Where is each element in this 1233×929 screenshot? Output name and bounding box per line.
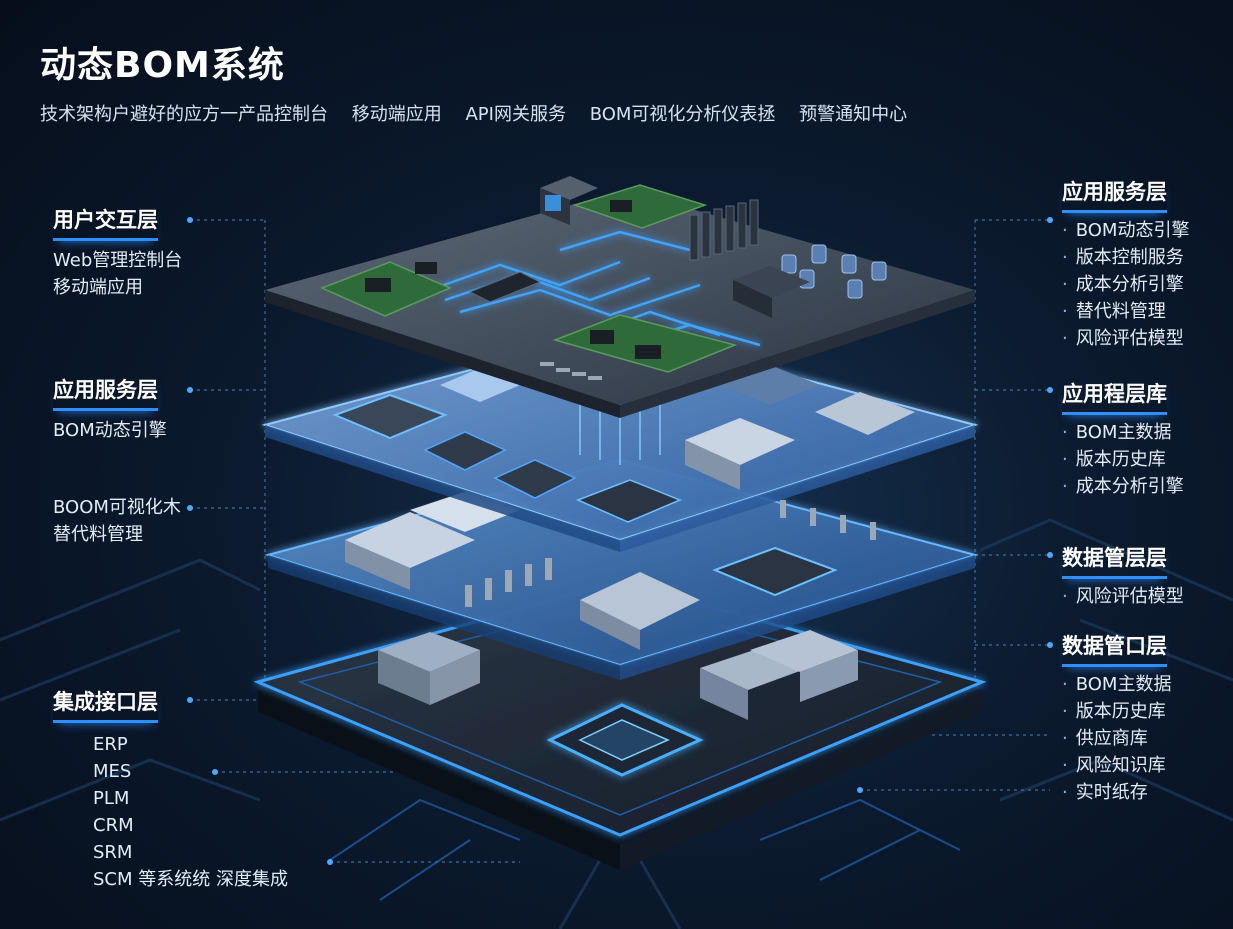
group-heading: 集成接口层: [53, 686, 158, 723]
group-item: 成本分析引擎: [1062, 473, 1184, 500]
group-heading: 应用程层库: [1062, 378, 1167, 415]
group-item: 实时纸存: [1062, 779, 1171, 806]
group-item: BOM主数据: [1062, 671, 1172, 698]
left-group-visualization: BOOM可视化木 替代料管理: [53, 494, 181, 548]
group-item: BOM主数据: [1062, 419, 1184, 446]
layer-3-plate: [264, 458, 979, 680]
group-item: PLM: [93, 788, 130, 809]
subtitle-item: API网关服务: [465, 104, 566, 125]
group-item: 供应商库: [1062, 725, 1171, 752]
right-group-data-interface: 数据管口层 BOM主数据 版本历史库 供应商库 风险知识库 实时纸存: [1062, 630, 1171, 806]
right-group-app-service: 应用服务层 BOM动态引擎 版本控制服务 成本分析引擎 替代料管理 风险评估模型: [1062, 176, 1189, 352]
right-group-app-data: 应用程层库 BOM主数据 版本历史库 成本分析引擎: [1062, 378, 1184, 500]
group-item: 替代料管理: [1062, 298, 1189, 325]
group-item: 版本历史库: [1062, 446, 1184, 473]
subtitle-row: 技术架构户避好的应方一产品控制台 移动端应用 API网关服务 BOM可视化分析仪…: [40, 100, 925, 126]
group-item: BOM动态引擎: [53, 420, 167, 441]
page-title: 动态BOM系统: [40, 45, 285, 86]
group-item: 风险知识库: [1062, 752, 1171, 779]
subtitle-item: 预警通知中心: [799, 104, 908, 125]
right-group-data-management: 数据管层层 风险评估模型: [1062, 542, 1184, 610]
group-heading: 数据管口层: [1062, 630, 1167, 667]
subtitle-item: 技术架构户避好的应方一产品控制台: [40, 104, 328, 125]
group-item: BOM动态引擎: [1062, 217, 1190, 244]
group-heading: 数据管层层: [1062, 542, 1167, 579]
group-item: 版本历史库: [1062, 698, 1171, 725]
group-item: Web管理控制台: [53, 250, 183, 271]
left-group-user-interaction: 用户交互层 Web管理控制台 移动端应用: [53, 204, 182, 301]
group-item: MES: [93, 761, 132, 782]
group-item: 成本分析引擎: [1062, 271, 1189, 298]
layer-2-plate: [261, 328, 979, 552]
base-plate: [253, 580, 987, 870]
group-item: 移动端应用: [53, 277, 143, 298]
group-heading: 应用服务层: [1062, 176, 1167, 213]
group-item: CRM: [93, 815, 134, 836]
group-item: 版本控制服务: [1062, 244, 1189, 271]
layer-1-plate: [265, 176, 975, 418]
group-item: SCM 等系统统 深度集成: [93, 869, 288, 890]
group-heading: 用户交互层: [53, 204, 158, 241]
subtitle-item: 移动端应用: [351, 104, 442, 125]
group-item: 风险评估模型: [1062, 325, 1189, 352]
group-item: ERP: [93, 734, 128, 755]
group-heading: 应用服务层: [53, 374, 158, 411]
left-group-app-service: 应用服务层 BOM动态引擎: [53, 374, 167, 444]
group-item: 替代料管理: [53, 524, 143, 545]
group-item: BOOM可视化木: [53, 497, 181, 518]
group-item: 风险评估模型: [1062, 583, 1184, 610]
subtitle-item: BOM可视化分析仪表拯: [589, 104, 776, 125]
left-group-integration: 集成接口层 ERP MES PLM CRM SRM SCM 等系统统 深度集成: [53, 686, 288, 893]
group-item: SRM: [93, 842, 133, 863]
